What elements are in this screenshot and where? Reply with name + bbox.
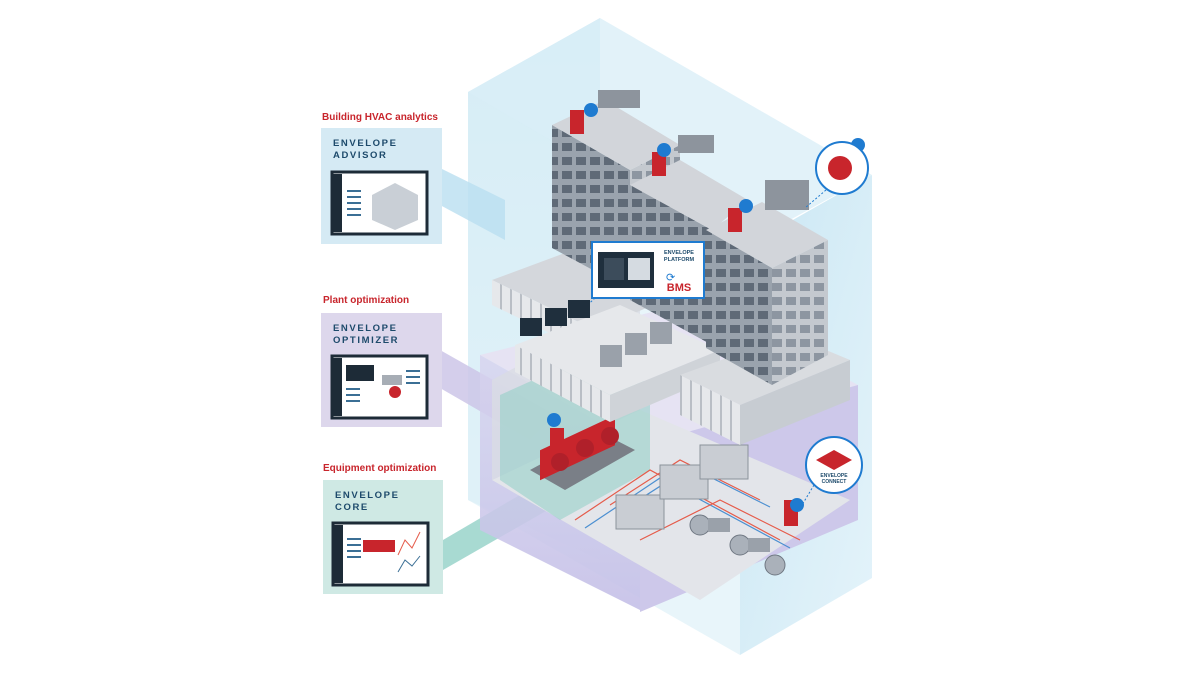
red-pump-skid — [530, 415, 635, 490]
core-title-line1: ENVELOPE — [335, 490, 400, 501]
connect-label-line1: ENVELOPE — [820, 473, 848, 479]
optimizer-pump-icon — [389, 386, 401, 398]
pumps — [689, 514, 786, 576]
optimizer-title-line1: ENVELOPE — [333, 323, 398, 334]
rooftop-pump-icon — [828, 156, 852, 180]
rooftop-equipment — [550, 90, 809, 526]
core-title-box: ENVELOPE CORE — [323, 480, 445, 594]
platform-label-line2: PLATFORM — [663, 257, 695, 263]
core-heading: Equipment optimization — [323, 463, 437, 474]
advisor-connector — [440, 168, 505, 240]
tower-3-front — [706, 230, 772, 385]
optimizer-title-line2: OPTIMIZER — [333, 335, 400, 346]
mech-deck-side — [610, 350, 720, 422]
core-pump-skid-icon — [363, 540, 395, 552]
tower-3-side — [772, 240, 828, 385]
core-title-line2: CORE — [335, 502, 369, 513]
connect-label: ENVELOPE CONNECT — [810, 473, 858, 485]
core-trend-red — [397, 531, 421, 556]
optimizer-title-box: ENVELOPE OPTIMIZER — [321, 313, 443, 427]
advisor-title-box: ENVELOPE ADVISOR — [321, 128, 443, 244]
wifi-icons — [547, 103, 865, 512]
advisor-title-line1: ENVELOPE — [333, 138, 398, 149]
core-laptop-icon — [331, 521, 430, 587]
connect-label-line2: CONNECT — [821, 479, 847, 485]
envelope-connect-device-icon — [816, 450, 852, 470]
bms-label: BMS — [666, 282, 692, 294]
right-wing-front — [680, 375, 740, 445]
facility-monitors — [520, 300, 590, 336]
advisor-card — [321, 128, 442, 244]
advisor-building-icon — [372, 183, 418, 230]
sync-icon: ⟳ — [666, 272, 675, 284]
platform-screen-content — [628, 258, 650, 280]
platform-screen-sidebar — [604, 258, 624, 280]
tower-2-roof — [630, 160, 748, 230]
advisor-title-line2: ADVISOR — [333, 150, 388, 161]
right-wing-side — [740, 360, 850, 445]
core-trend-blue — [397, 555, 421, 573]
advisor-heading: Building HVAC analytics — [322, 112, 438, 123]
platform-label-line1: ENVELOPE — [664, 250, 694, 256]
platform-label: ENVELOPE PLATFORM — [656, 250, 702, 264]
deck-ahu-units — [600, 322, 672, 367]
chillers — [615, 444, 749, 530]
mech-deck-front — [515, 345, 610, 422]
rooftop-callout-leader — [804, 189, 827, 209]
optimizer-card — [321, 313, 442, 427]
optimizer-heading: Plant optimization — [323, 295, 410, 306]
core-card — [323, 480, 443, 594]
